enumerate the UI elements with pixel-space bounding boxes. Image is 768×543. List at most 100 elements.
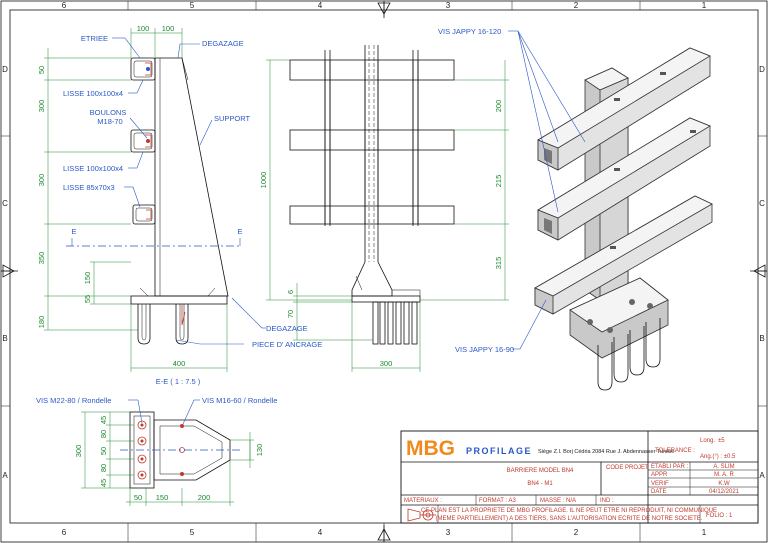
iso-rail-bottom (534, 195, 713, 315)
label-vis-m22: VIS M22-80 / Rondelle (36, 396, 111, 405)
company-logo: MBG (406, 437, 455, 460)
dim-side-400: 400 (173, 359, 186, 368)
etabli-value: A. SLIM (713, 464, 734, 470)
dim-front-6: 6 (286, 290, 295, 294)
zone-bottom-5: 2 (574, 528, 579, 537)
ownership-notice-2: (MEME PARTIELLEMENT) A DES TIERS, SANS L… (436, 516, 703, 522)
label-vis-jappy-bottom: VIS JAPPY 16-90 (455, 345, 514, 354)
isometric-view: VIS JAPPY 16-120 VIS JAPPY 16-90 (438, 27, 713, 391)
dim-side-150: 150 (83, 272, 92, 285)
dim-plan-80a: 80 (99, 430, 108, 438)
projection-symbol-icon (407, 508, 436, 522)
zone-bottom-1: 6 (62, 528, 67, 537)
section-mark-left: E (71, 227, 76, 236)
zone-bottom-2: 5 (190, 528, 195, 537)
label-vis-jappy-top: VIS JAPPY 16-120 (438, 27, 501, 36)
dim-plan-b150: 150 (156, 493, 169, 502)
ind-label: IND : (600, 498, 614, 504)
dim-plan-45a: 45 (99, 416, 108, 424)
ownership-notice-1: CE PLAN EST LA PROPRIETE DE MBG PROFILAG… (421, 508, 717, 514)
label-vis-m16: VIS M16-60 / Rondelle (202, 396, 277, 405)
zone-left-b: B (2, 334, 7, 343)
dim-plan-130: 130 (255, 444, 264, 457)
dim-side-300b: 300 (37, 174, 46, 187)
dim-side-100b: 100 (162, 24, 175, 33)
zone-top-2: 5 (190, 1, 195, 10)
drawing-subtitle: BN4 - M1 (527, 481, 553, 487)
label-boulons: BOULONS (90, 108, 127, 117)
zone-right-a: A (759, 471, 765, 480)
zone-top-5: 2 (574, 1, 579, 10)
code-projet-label: CODE PROJET (606, 465, 649, 471)
label-degazage-top: DEGAZAGE (202, 39, 244, 48)
zone-left-c: C (2, 199, 8, 208)
date-value: 04/12/2021 (709, 489, 740, 495)
iso-anchor-loops (597, 318, 661, 391)
dim-front-315: 315 (494, 257, 503, 270)
iso-rail-middle (537, 117, 711, 241)
masse-label: MASSE : N/A (540, 498, 576, 504)
zone-right-c: C (759, 199, 765, 208)
etabli-label: ETABLI PAR : (651, 464, 688, 470)
dim-front-1000: 1000 (259, 172, 268, 189)
zone-top-6: 1 (702, 1, 707, 10)
label-degazage-bottom: DEGAZAGE (266, 324, 308, 333)
label-etriee: ETRIEE (81, 34, 108, 43)
label-lisse-3: LISSE 85x70x3 (63, 183, 115, 192)
dim-front-200: 200 (494, 100, 503, 113)
section-mark-right: E (237, 227, 242, 236)
zone-top-4: 3 (446, 1, 451, 10)
zone-bottom-6: 1 (702, 528, 707, 537)
title-block: MBG PROFILAGE Siège Z.I. Borj Cédria 208… (400, 430, 759, 524)
dim-front-70: 70 (286, 310, 295, 318)
dim-plan-b50: 50 (134, 493, 142, 502)
zone-top-1: 6 (62, 1, 67, 10)
section-title: E-E ( 1 : 7.5 ) (156, 377, 201, 386)
folio-label: FOLIO : 1 (706, 513, 733, 519)
dim-side-300a: 300 (37, 100, 46, 113)
label-support: SUPPORT (214, 114, 251, 123)
side-view: E E 100 100 50 300 300 350 180 150 55 40… (37, 24, 322, 372)
dim-side-180: 180 (37, 316, 46, 329)
zone-left-a: A (2, 471, 8, 480)
dim-side-350: 350 (37, 252, 46, 265)
dim-side-50: 50 (37, 66, 46, 74)
tolerance-ang: Ang.(°) : ±0.5 (700, 454, 736, 460)
rail-profile-top (130, 57, 156, 81)
zone-labels-bottom: 6 5 4 3 2 1 (62, 528, 707, 537)
zone-bottom-4: 3 (446, 528, 451, 537)
dim-front-300: 300 (380, 359, 393, 368)
zone-labels-right: D C B A (759, 65, 765, 480)
verif-label: VERIF (651, 481, 669, 487)
appr-value: M. A. R (714, 472, 734, 478)
iso-rail-top (537, 47, 711, 171)
format-label: FORMAT : A3 (479, 498, 516, 504)
label-boulons-size: M18-70 (97, 117, 122, 126)
label-piece-ancrage: PIECE D' ANCRAGE (252, 340, 322, 349)
dim-plan-80b: 80 (99, 464, 108, 472)
zone-right-b: B (759, 334, 764, 343)
zone-left-d: D (2, 65, 8, 74)
date-label: DATE (651, 489, 667, 495)
verif-value: K.W (718, 481, 730, 487)
appr-label: APPR (651, 472, 668, 478)
front-anchor-rods (372, 301, 418, 345)
drawing-title: BARRIERE MODEL BN4 (507, 468, 574, 474)
section-view-ee: E-E ( 1 : 7.5 ) 300 45 80 50 80 45 (36, 377, 277, 506)
label-lisse-1: LISSE 100x100x4 (63, 89, 123, 98)
zone-right-d: D (759, 65, 765, 74)
materiaux-label: MATERIAUX : (404, 498, 442, 504)
dim-plan-45b: 45 (99, 479, 108, 487)
zone-labels-left: D C B A (2, 65, 8, 480)
dim-side-100a: 100 (137, 24, 150, 33)
tolerance-label: TOLERANCE : (655, 448, 695, 454)
zone-labels-top: 6 5 4 3 2 1 (62, 1, 707, 10)
zone-bottom-3: 4 (318, 528, 323, 537)
dim-plan-300: 300 (74, 445, 83, 458)
rail-profile-bottom (132, 204, 156, 225)
tolerance-long-value: ±5 (718, 438, 725, 444)
dim-plan-50: 50 (99, 447, 108, 455)
label-lisse-2: LISSE 100x100x4 (63, 164, 123, 173)
dim-plan-b200: 200 (198, 493, 211, 502)
